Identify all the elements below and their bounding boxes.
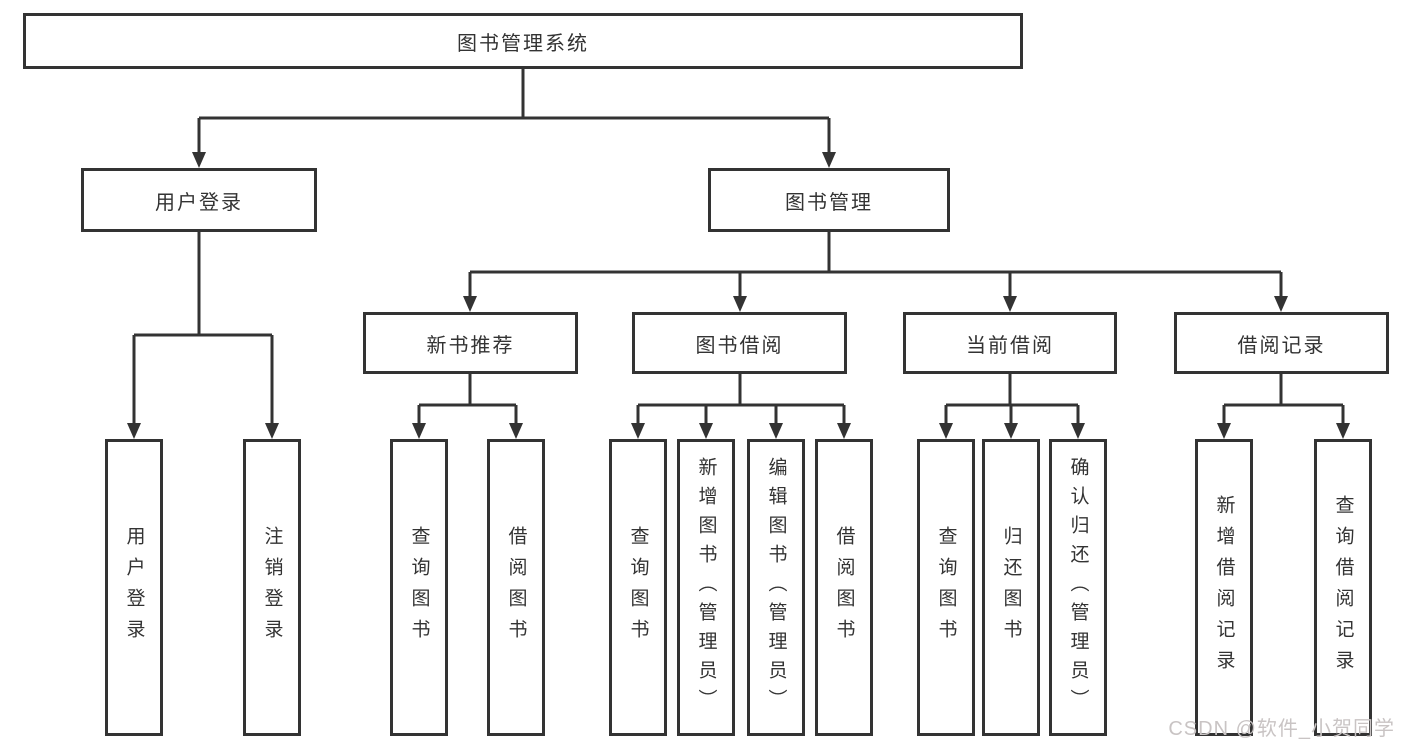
leaf-borrow-books-recommend: 借阅图书: [487, 439, 545, 736]
leaf-query-books-borrowing: 查询图书: [609, 439, 667, 736]
leaf-borrow-books-recommend-label: 借阅图书: [505, 525, 527, 650]
leaf-add-borrow-record: 新增借阅记录: [1195, 439, 1253, 736]
leaf-confirm-return-admin-label: 确认归还（管理员）: [1067, 457, 1089, 718]
leaf-user-login: 用户登录: [105, 439, 163, 736]
node-book-borrowing: 图书借阅: [632, 312, 847, 374]
leaf-return-books: 归还图书: [982, 439, 1040, 736]
node-current-borrowing: 当前借阅: [903, 312, 1117, 374]
node-library-management-system: 图书管理系统: [23, 13, 1023, 69]
leaf-borrow-books: 借阅图书: [815, 439, 873, 736]
leaf-logout: 注销登录: [243, 439, 301, 736]
node-book-management: 图书管理: [708, 168, 950, 232]
leaf-borrow-books-label: 借阅图书: [833, 525, 855, 650]
csdn-watermark: CSDN @软件_小贺同学: [1168, 718, 1395, 740]
leaf-query-books-recommend-label: 查询图书: [408, 525, 430, 650]
leaf-add-books-admin: 新增图书（管理员）: [677, 439, 735, 736]
leaf-query-books-current-label: 查询图书: [935, 525, 957, 650]
leaf-return-books-label: 归还图书: [1000, 525, 1022, 650]
leaf-add-books-admin-label: 新增图书（管理员）: [695, 457, 717, 718]
leaf-edit-books-admin-label: 编辑图书（管理员）: [765, 457, 787, 718]
leaf-query-borrow-record: 查询借阅记录: [1314, 439, 1372, 736]
leaf-confirm-return-admin: 确认归还（管理员）: [1049, 439, 1107, 736]
leaf-query-borrow-record-label: 查询借阅记录: [1332, 494, 1354, 681]
leaf-query-books-current: 查询图书: [917, 439, 975, 736]
leaf-logout-label: 注销登录: [261, 525, 283, 650]
leaf-user-login-label: 用户登录: [123, 525, 145, 650]
leaf-query-books-recommend: 查询图书: [390, 439, 448, 736]
leaf-query-books-borrowing-label: 查询图书: [627, 525, 649, 650]
leaf-add-borrow-record-label: 新增借阅记录: [1213, 494, 1235, 681]
node-borrowing-records: 借阅记录: [1174, 312, 1389, 374]
node-new-book-recommendation: 新书推荐: [363, 312, 578, 374]
node-user-login: 用户登录: [81, 168, 317, 232]
leaf-edit-books-admin: 编辑图书（管理员）: [747, 439, 805, 736]
